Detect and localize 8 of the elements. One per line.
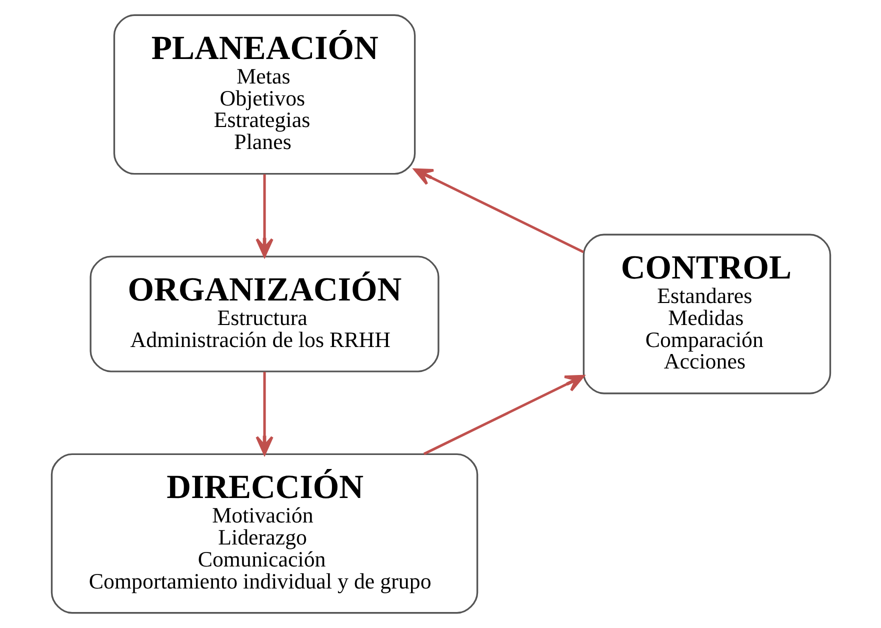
arrow [413, 168, 584, 254]
node-box: CONTROL Estandares Medidas Comparación Acciones [582, 234, 831, 394]
node-box: DIRECCIÓN Motivación Liderazgo Comunicación Comportamiento individual y de grupo [50, 453, 478, 614]
arrow [422, 374, 584, 456]
node-box: PLANEACIÓN Metas Objetivos Estrategias Planes [112, 14, 416, 175]
arrow [255, 174, 273, 258]
arrow [255, 372, 273, 456]
node-box: ORGANIZACIÓN Estructura Administración de los RRHH [89, 256, 439, 372]
